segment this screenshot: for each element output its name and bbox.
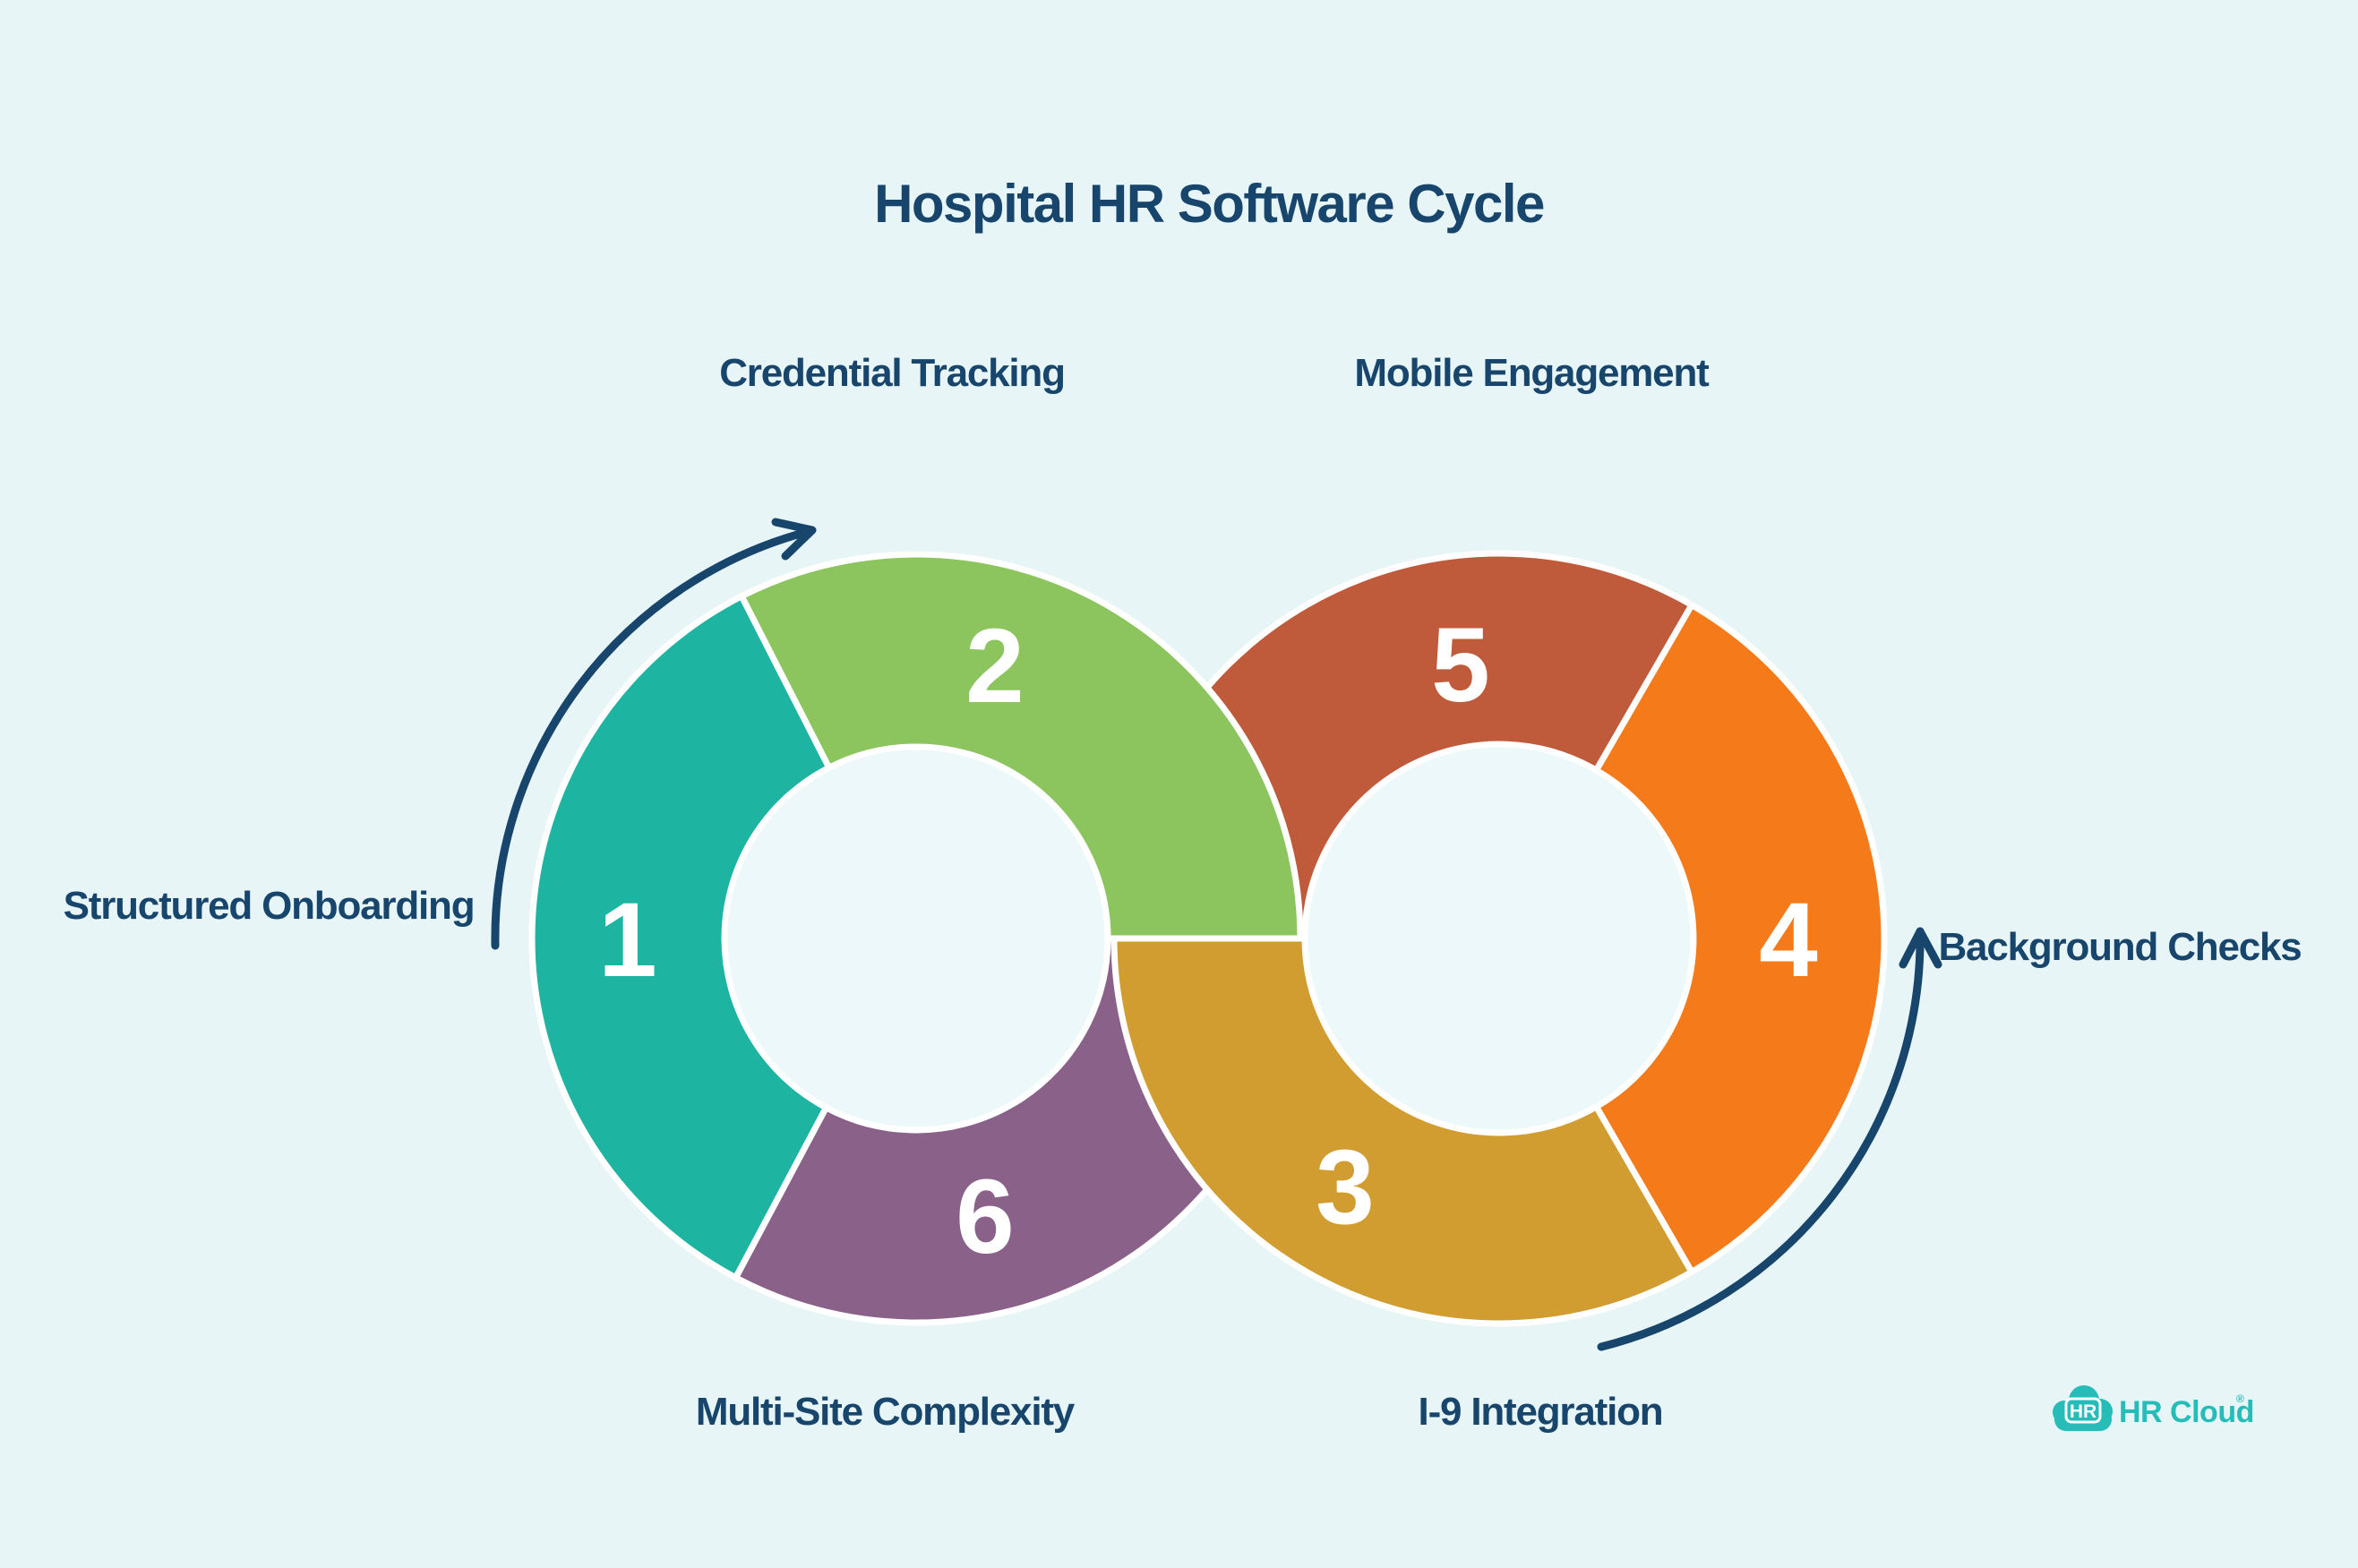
- segment-4-background-checks: [1593, 602, 1888, 1275]
- step-number-2: 2: [965, 607, 1025, 725]
- step-number-4: 4: [1759, 881, 1818, 999]
- left-ring-hole: [725, 747, 1108, 1130]
- curved-arrow-top-left-icon: [491, 518, 817, 950]
- step-number-3: 3: [1316, 1128, 1375, 1247]
- hr-cloud-logo: HR HR Cloud ®: [2053, 1385, 2254, 1431]
- segment-1-structured-onboarding: [528, 593, 833, 1281]
- step-label-multi-site-complexity: Multi-Site Complexity: [696, 1390, 1076, 1434]
- right-ring-hole: [1305, 744, 1693, 1133]
- step-label-i9-integration: I-9 Integration: [1419, 1390, 1663, 1434]
- logo-cloud-icon: [2053, 1385, 2113, 1431]
- step-label-credential-tracking: Credential Tracking: [719, 351, 1065, 395]
- step-number-5: 5: [1431, 606, 1490, 724]
- page-title: Hospital HR Software Cycle: [874, 174, 1544, 234]
- step-number-1: 1: [598, 881, 657, 999]
- curved-arrow-bottom-right-icon: [1597, 927, 1942, 1351]
- step-label-mobile-engagement: Mobile Engagement: [1354, 351, 1710, 395]
- step-label-structured-onboarding: Structured Onboarding: [64, 884, 475, 928]
- logo-badge-text: HR: [2070, 1401, 2096, 1422]
- step-label-background-checks: Background Checks: [1938, 925, 2301, 969]
- step-number-6: 6: [956, 1158, 1015, 1276]
- registered-mark: ®: [2236, 1392, 2244, 1405]
- segment-3-i9-integration: [1110, 935, 1695, 1327]
- logo-wordmark: HR Cloud: [2119, 1395, 2254, 1429]
- segment-2-credential-tracking: [738, 551, 1304, 942]
